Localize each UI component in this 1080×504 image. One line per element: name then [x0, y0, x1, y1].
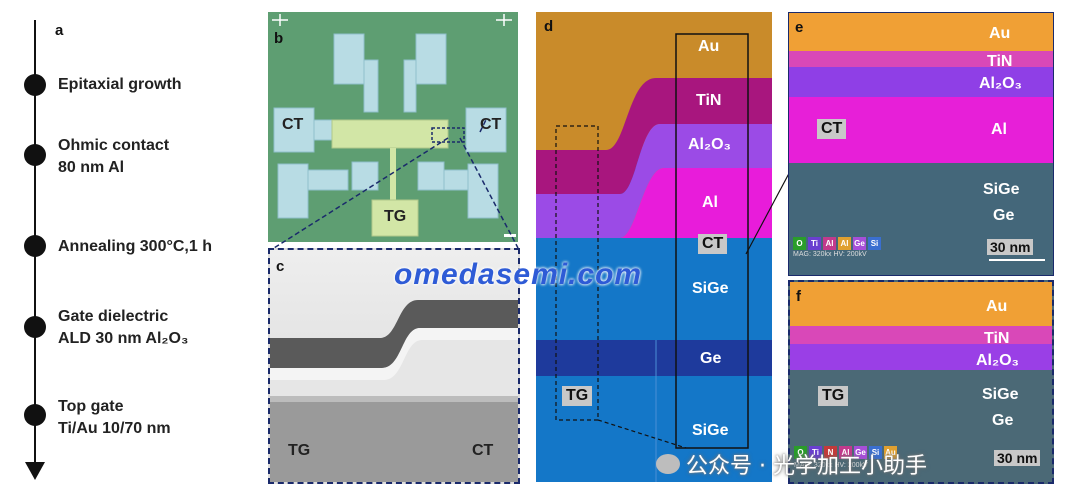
e-meta-text: MAG: 320kx HV: 200kV [793, 251, 867, 258]
d-to-e-connector [745, 163, 795, 255]
panel-b: b CT CT TG [268, 12, 518, 242]
d-al-label: Al [702, 194, 718, 211]
d-ge-label: Ge [700, 350, 722, 367]
f-tg-label: TG [818, 386, 849, 406]
e-sige-label: SiGe [983, 181, 1020, 198]
f-al2o3-label: Al₂O₃ [976, 352, 1019, 369]
step-dot [24, 144, 46, 166]
e-tin-label: TiN [987, 53, 1013, 70]
e-al2o3-label: Al₂O₃ [979, 75, 1022, 92]
step-3-label: Annealing 300°C,1 h [58, 238, 212, 255]
d-ct-label: CT [698, 234, 728, 254]
panel-e-letter: e [795, 19, 804, 36]
e-scale-bar-label: 30 nm [987, 239, 1034, 255]
f-tin-label: TiN [984, 330, 1010, 347]
d-tin-label: TiN [696, 92, 722, 109]
d-au-label: Au [698, 38, 720, 55]
legend-swatch: Ge [853, 237, 866, 250]
c-tg-label: TG [288, 442, 311, 459]
legend-swatch: N [824, 446, 837, 459]
legend-swatch: Ti [808, 237, 821, 250]
f-sige-label: SiGe [982, 386, 1019, 403]
d-al2o3-label: Al₂O₃ [688, 136, 731, 153]
e-ct-label: CT [817, 119, 847, 139]
wechat-watermark: 公众号 · 光学加工小助手 [656, 448, 927, 480]
step-dot [24, 74, 46, 96]
e-al-label: Al [991, 121, 1007, 138]
legend-swatch: Al [823, 237, 836, 250]
legend-swatch: Si [869, 446, 882, 459]
e-au-label: Au [989, 25, 1011, 42]
d-sige-bottom-label: SiGe [692, 422, 729, 439]
b-ct-left-label: CT [282, 116, 304, 133]
panel-d-letter: d [544, 18, 554, 35]
f-meta-text: MAG: 320kx HV: 200kV [794, 462, 868, 469]
legend-swatch: Ge [854, 446, 867, 459]
watermark-text: omedasemi.com [394, 258, 643, 291]
step-dot [24, 404, 46, 426]
tem-cross-section [270, 250, 518, 482]
legend-swatch: Si [868, 237, 881, 250]
device-layout-drawing [272, 14, 516, 237]
f-scale-bar-label: 30 nm [994, 450, 1041, 466]
panel-f-letter: f [796, 288, 801, 305]
legend-swatch: O [793, 237, 806, 250]
legend-swatch: Al [838, 237, 851, 250]
panel-b-letter: b [274, 30, 284, 47]
panel-c-letter: c [276, 258, 285, 275]
panel-d: d Au TiN Al₂O₃ Al CT SiGe Ge TG SiGe [536, 12, 772, 482]
e-scale-bar [989, 259, 1045, 261]
b-tg-label: TG [384, 208, 407, 225]
f-au-label: Au [986, 298, 1008, 315]
f-ge-label: Ge [992, 412, 1014, 429]
layer-stack-schematic [536, 12, 772, 482]
legend-swatch: O [794, 446, 807, 459]
step-dot [24, 316, 46, 338]
zoom-connector-lines [273, 120, 519, 249]
panel-c: c TG CT [268, 248, 520, 484]
step-1-label: Epitaxial growth [58, 76, 182, 93]
d-sige-top-label: SiGe [692, 280, 729, 297]
legend-swatch: Al [839, 446, 852, 459]
panel-a-letter: a [55, 22, 64, 39]
wechat-watermark-text: 公众号 · 光学加工小助手 [686, 454, 927, 479]
legend-swatch: Au [884, 446, 897, 459]
timeline-arrowhead [25, 462, 45, 480]
step-dot [24, 235, 46, 257]
c-ct-label: CT [472, 442, 494, 459]
e-ge-label: Ge [993, 207, 1015, 224]
legend-swatch: Ti [809, 446, 822, 459]
wechat-icon [656, 454, 680, 474]
d-tg-label: TG [562, 386, 593, 406]
